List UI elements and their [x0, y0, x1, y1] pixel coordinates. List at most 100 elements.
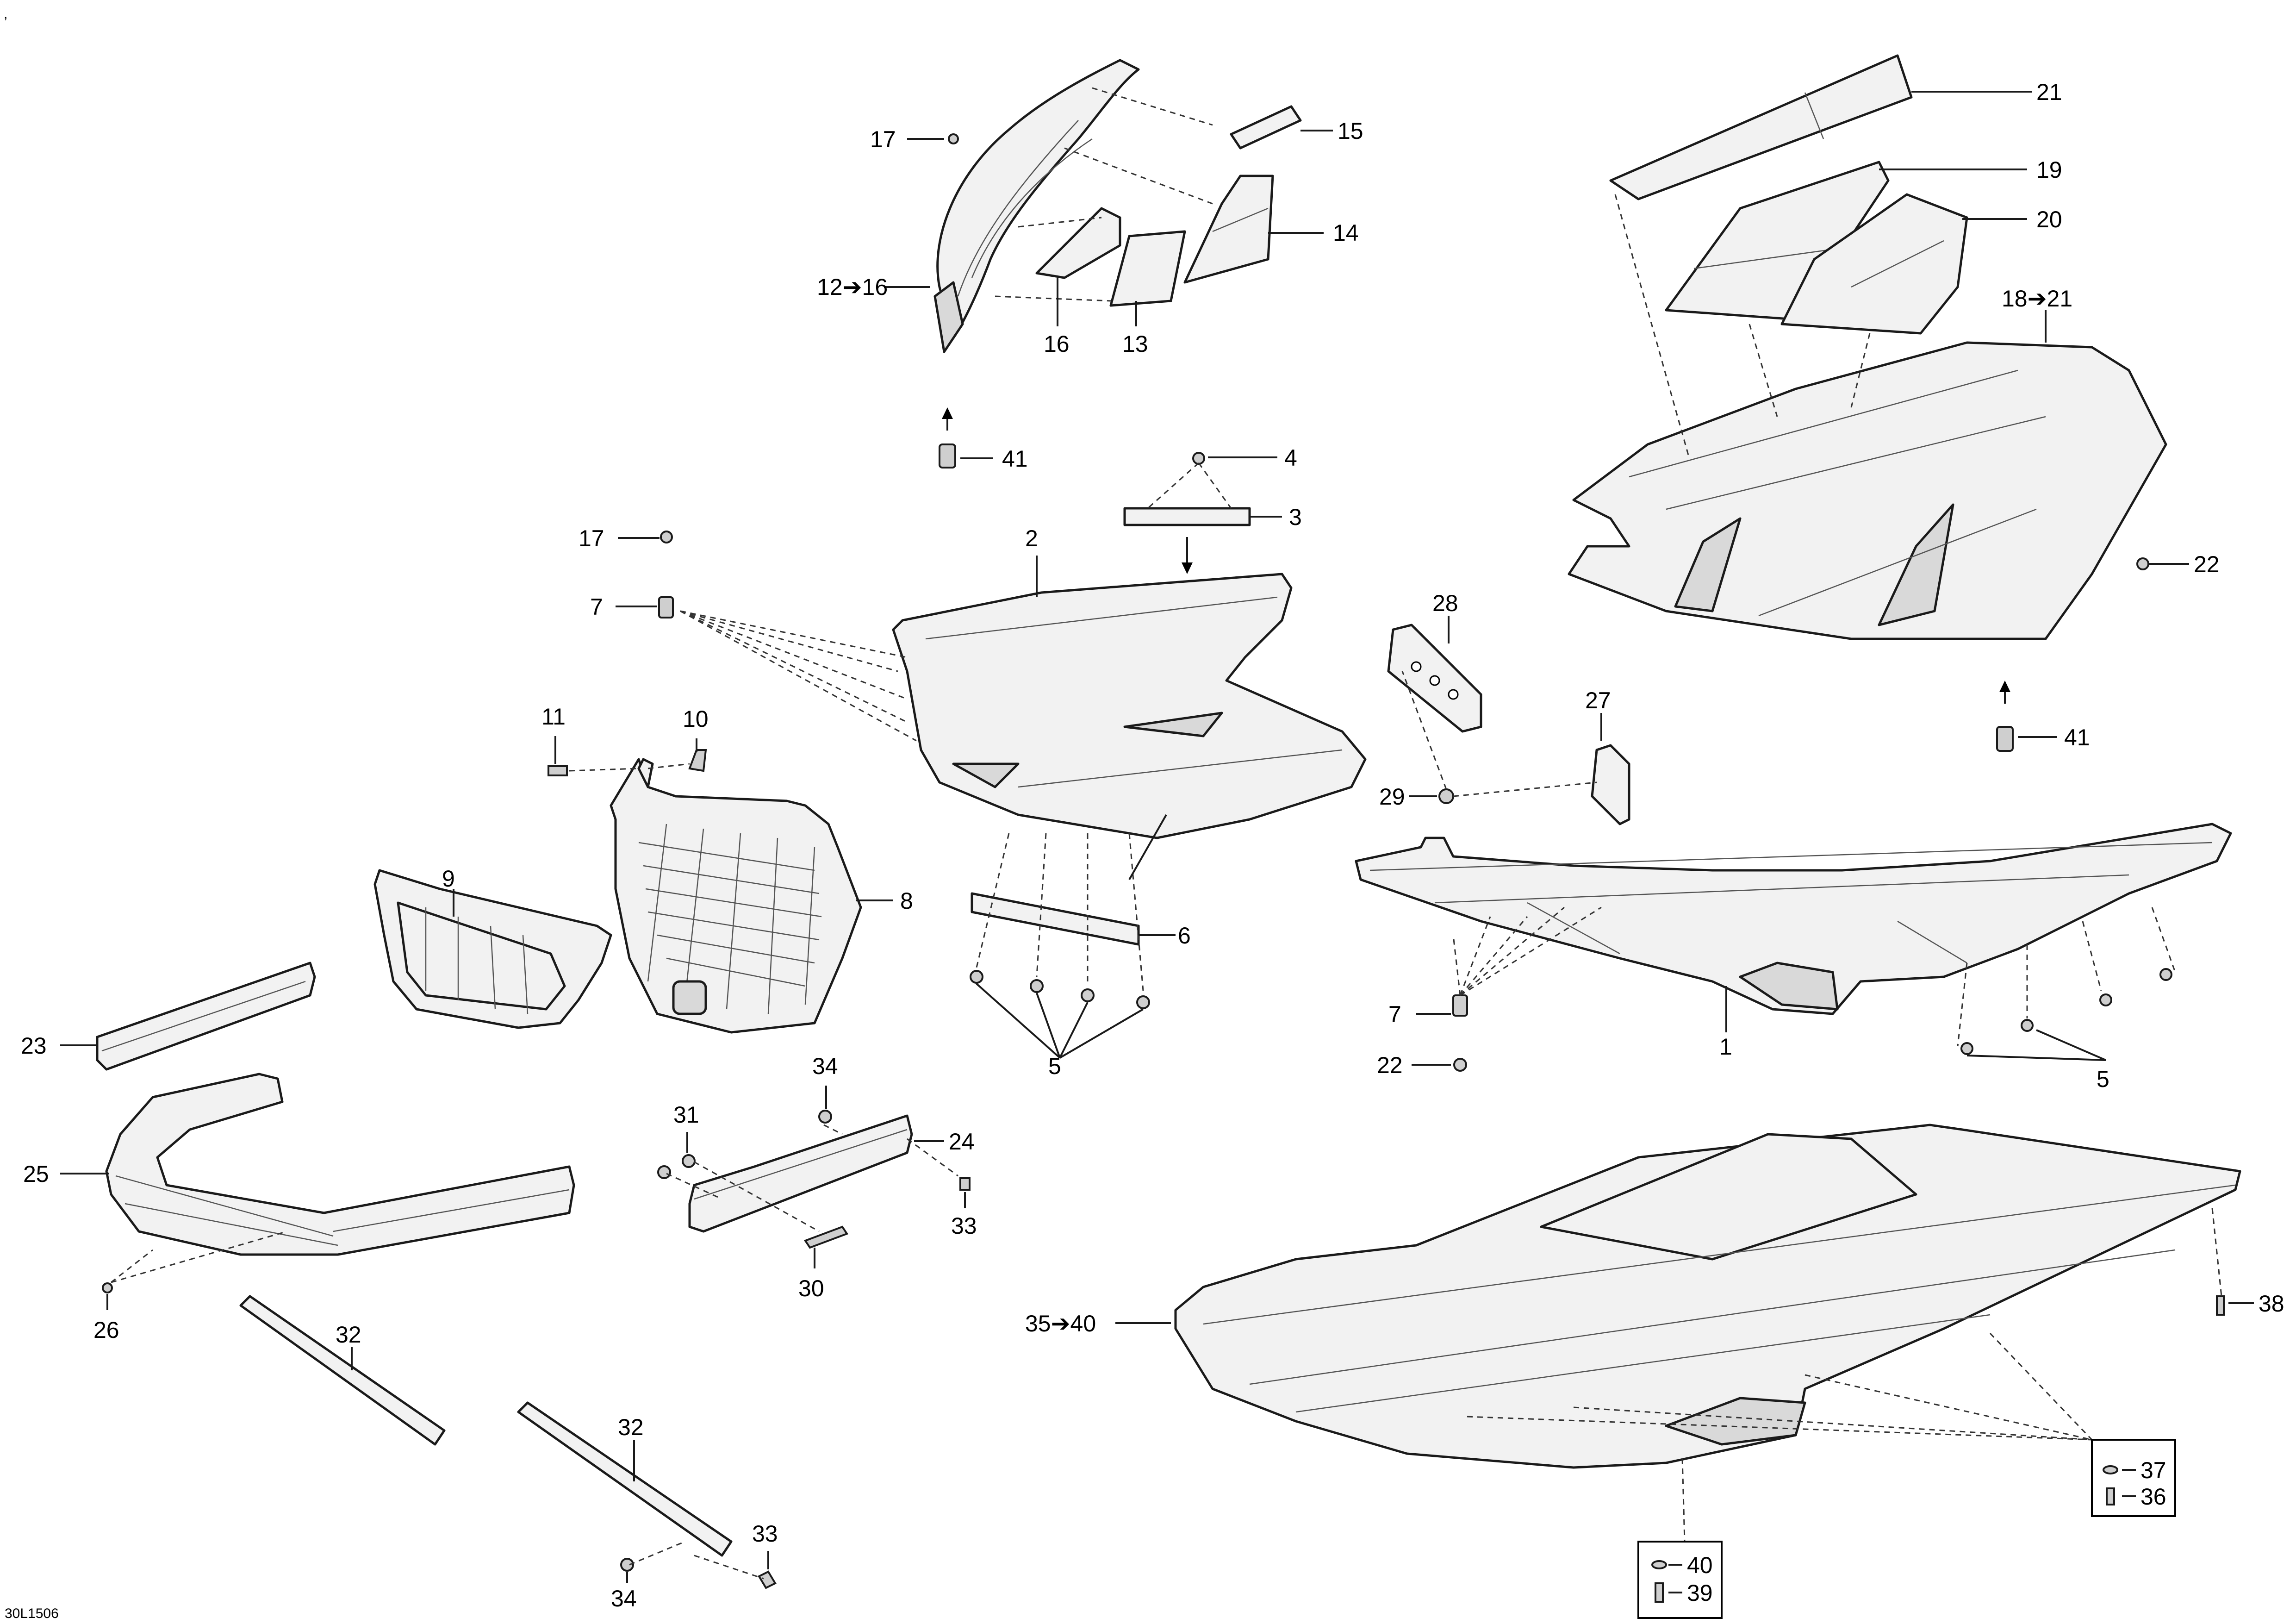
- callout-18-21: 18➔21: [2002, 286, 2072, 312]
- callout-11: 11: [541, 704, 566, 730]
- callout-16: 16: [1044, 331, 1070, 357]
- part-32-strap-b: [517, 1401, 733, 1557]
- callout-36: 36: [2140, 1484, 2166, 1510]
- callout-26: 26: [93, 1317, 119, 1343]
- callout-19: 19: [2036, 157, 2062, 183]
- clip-5c: [1081, 988, 1095, 1002]
- clip-5b: [1030, 979, 1044, 993]
- clip-5d: [1136, 995, 1150, 1009]
- part-21-pad: [1609, 54, 1913, 200]
- top-mark: ,: [4, 6, 7, 22]
- part-20-pad: [1780, 193, 1968, 335]
- callout-25: 25: [23, 1161, 49, 1187]
- part-8-grille: [610, 758, 862, 1034]
- nut-22-top: [2136, 557, 2149, 570]
- part-28-bracket: [1387, 624, 1482, 733]
- callout-29: 29: [1379, 784, 1405, 810]
- callout-17-left: 17: [579, 525, 604, 551]
- callout-41-top: 41: [1002, 446, 1028, 472]
- part-16-insert: [1035, 207, 1121, 279]
- part-2-nose-pan: [892, 573, 1367, 839]
- callout-28: 28: [1432, 590, 1458, 616]
- callout-22-top: 22: [2194, 551, 2220, 577]
- nut-22-right: [1453, 1058, 1467, 1072]
- callout-33-top: 33: [951, 1213, 977, 1239]
- callout-38: 38: [2259, 1291, 2284, 1317]
- hardware-box-39-40: [1637, 1541, 1723, 1619]
- screw-26: [102, 1282, 113, 1293]
- callout-5-left: 5: [1048, 1053, 1061, 1079]
- callout-27: 27: [1585, 687, 1611, 713]
- arrow-up-icon: [942, 407, 953, 419]
- clip-5e: [1960, 1042, 1973, 1055]
- part-24-bracket: [688, 1114, 913, 1233]
- callout-39: 39: [1687, 1580, 1713, 1606]
- callout-4: 4: [1284, 445, 1297, 471]
- part-13-lens: [1109, 230, 1186, 307]
- clip-41-right: [1996, 726, 2014, 752]
- clip-7-left: [658, 596, 674, 618]
- nut-17-left: [660, 531, 673, 543]
- part-27-bracket: [1591, 744, 1630, 825]
- callout-33-bottom: 33: [752, 1521, 778, 1547]
- part-6-strip: [971, 892, 1140, 946]
- part-headlight-fairing: [933, 59, 1140, 353]
- clip-7-right: [1452, 994, 1468, 1017]
- callout-30: 30: [798, 1275, 824, 1301]
- bolt-30: [803, 1225, 849, 1249]
- washer-37: [2103, 1465, 2118, 1474]
- hardware-box-36-37: [2091, 1439, 2176, 1517]
- screw-4: [1192, 452, 1205, 465]
- callout-14: 14: [1333, 220, 1359, 246]
- nut-31a: [657, 1165, 671, 1179]
- part-side-panel: [1568, 341, 2167, 640]
- part-19-pad: [1665, 161, 1890, 321]
- part-9-grille-frame: [373, 869, 612, 1029]
- nut-34-bottom: [620, 1558, 634, 1572]
- clip-41-top: [939, 443, 956, 468]
- bolt-33-bottom: [758, 1570, 777, 1589]
- callout-8: 8: [900, 888, 913, 914]
- part-3-plate: [1123, 507, 1251, 526]
- callout-7-right: 7: [1388, 1001, 1401, 1027]
- part-14-reflector: [1183, 175, 1274, 284]
- callout-21: 21: [2036, 79, 2062, 105]
- nut-31b: [682, 1154, 696, 1168]
- callout-22-right: 22: [1377, 1052, 1403, 1078]
- screw-17-top: [948, 133, 959, 144]
- callout-10: 10: [683, 706, 709, 732]
- callout-6: 6: [1178, 923, 1191, 949]
- callout-5-right: 5: [2097, 1066, 2109, 1092]
- rivet-36: [2106, 1487, 2115, 1505]
- callout-34-top: 34: [812, 1053, 838, 1079]
- bolt-39: [1655, 1582, 1664, 1603]
- callout-9: 9: [442, 866, 455, 892]
- clip-5g: [2099, 993, 2112, 1006]
- callout-37: 37: [2140, 1457, 2166, 1483]
- clip-5h: [2159, 968, 2172, 981]
- washer-40: [1651, 1560, 1667, 1569]
- part-23-rail: [96, 962, 316, 1071]
- callout-32-a: 32: [336, 1322, 361, 1348]
- clip-10: [688, 749, 707, 772]
- nut-34-top: [818, 1110, 832, 1124]
- grille-tab: [637, 758, 654, 788]
- callout-13: 13: [1122, 331, 1148, 357]
- part-1-lower-panel: [1355, 823, 2232, 1015]
- part-25-bumper: [105, 1073, 575, 1256]
- callout-20: 20: [2036, 206, 2062, 232]
- callout-40: 40: [1687, 1552, 1713, 1578]
- bolt-33-top: [959, 1177, 971, 1191]
- callout-24: 24: [949, 1129, 975, 1155]
- callout-32-b: 32: [618, 1414, 644, 1440]
- clip-5a: [970, 970, 983, 984]
- part-32-strap-a: [239, 1295, 446, 1446]
- figure-code: 30L1506: [5, 1606, 59, 1621]
- arrow-up-right-icon: [1999, 681, 2010, 692]
- rivet-11: [548, 765, 568, 776]
- clip-5f: [2021, 1019, 2034, 1032]
- callout-7-left: 7: [590, 594, 603, 620]
- callout-2: 2: [1025, 525, 1038, 551]
- callout-34-bottom: 34: [611, 1586, 637, 1612]
